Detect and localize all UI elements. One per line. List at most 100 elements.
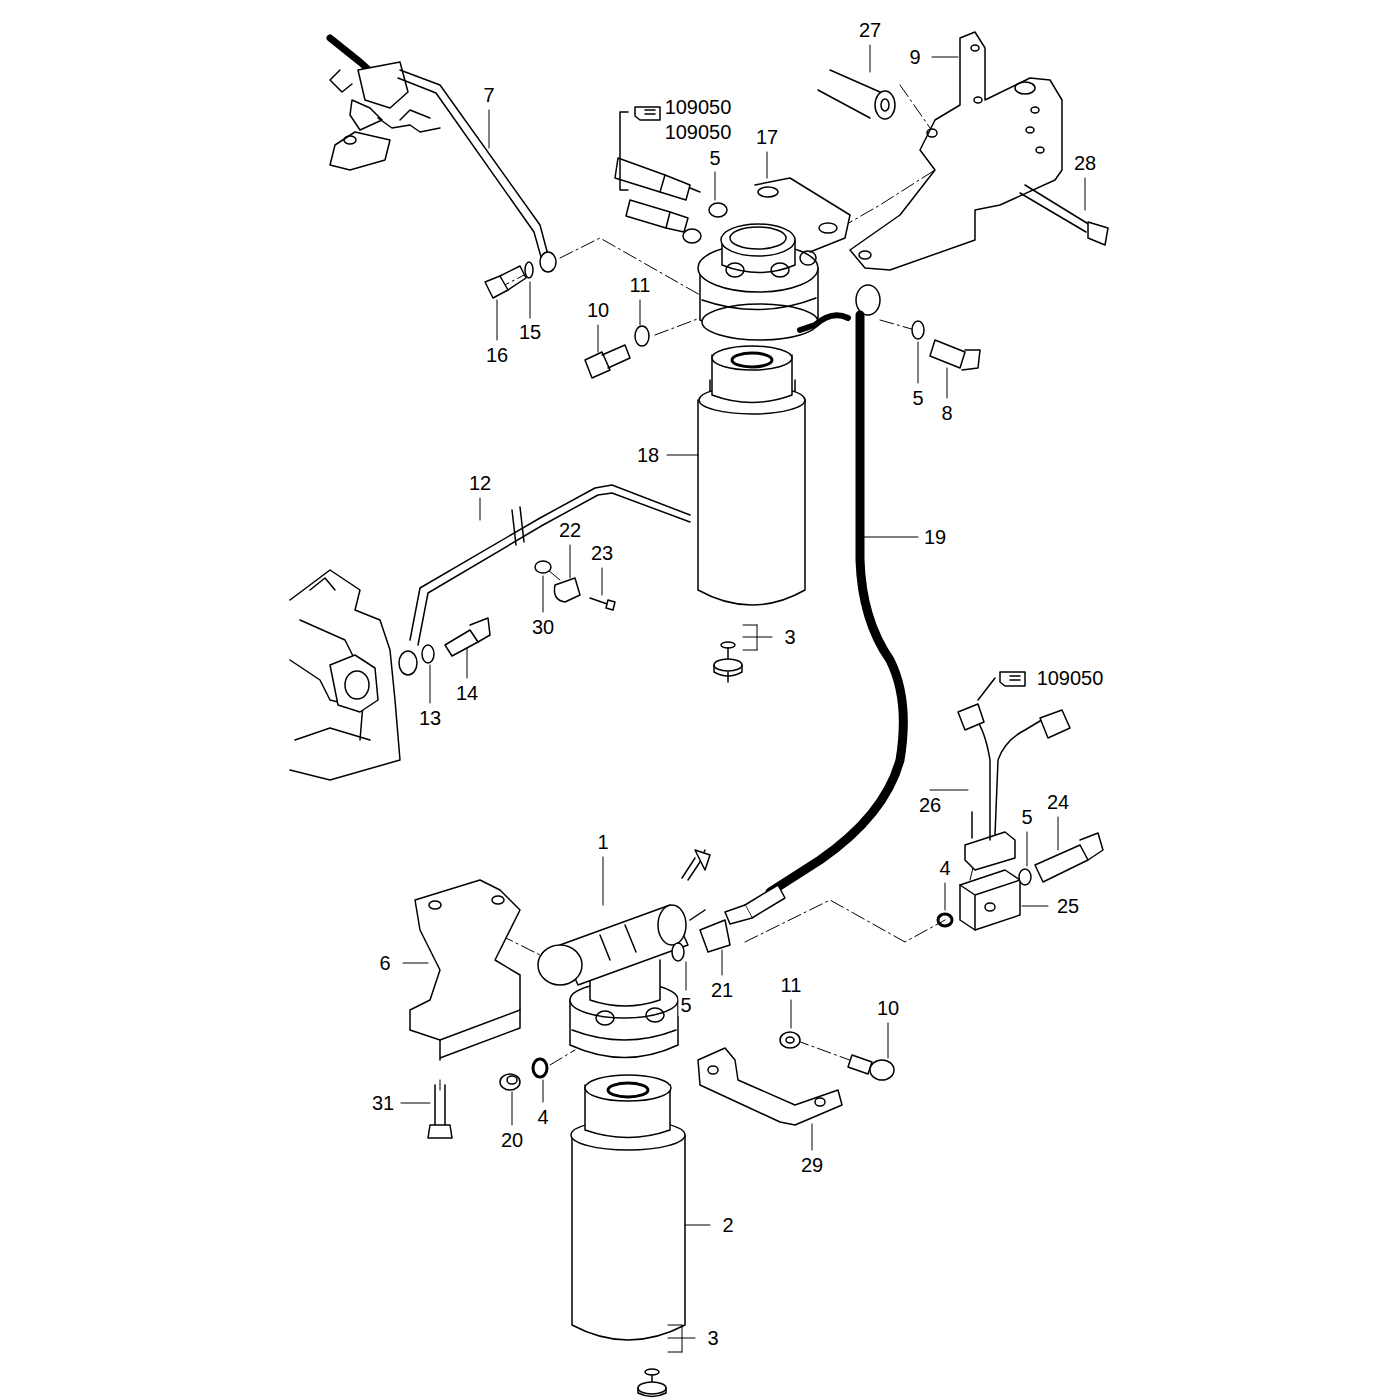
bracket — [698, 1048, 842, 1125]
leader-line — [668, 1325, 695, 1352]
callout-number: 8 — [939, 402, 954, 424]
banjo-bolt — [912, 321, 924, 339]
sensor — [683, 229, 701, 243]
callout-number: 26 — [917, 794, 943, 816]
bolt — [1088, 222, 1108, 245]
leader-line — [603, 857, 604, 905]
fuel-hose — [725, 315, 903, 924]
callout-number: 12 — [467, 472, 493, 494]
bracket — [698, 1032, 894, 1125]
sensor-block — [1035, 845, 1088, 882]
bracket — [971, 45, 979, 51]
callout-number: 15 — [517, 321, 543, 343]
bolt — [1025, 185, 1090, 225]
fuel-pipe — [512, 507, 524, 545]
clip — [535, 561, 615, 610]
callout-number: 1 — [595, 831, 610, 853]
leader-line — [1085, 178, 1086, 210]
bolt — [1020, 185, 1108, 245]
fuel-pipe — [398, 78, 541, 257]
callout-number: 4 — [937, 857, 952, 879]
sensor-block — [1019, 869, 1031, 885]
filter-head — [702, 298, 816, 310]
callout-number: 4 — [535, 1106, 550, 1128]
banjo-bolt — [500, 266, 526, 290]
sensor-block — [971, 812, 973, 838]
sensor-block — [958, 704, 984, 730]
filter-head — [758, 187, 778, 197]
banjo-bolt — [525, 262, 533, 278]
banjo-bolt — [485, 262, 533, 298]
reference-symbol — [635, 107, 1025, 686]
filter-head — [730, 227, 786, 249]
filter-head — [695, 850, 710, 870]
bracket — [708, 1066, 718, 1074]
assembly-line — [655, 318, 700, 335]
banjo-bolt — [485, 276, 508, 298]
banjo-bolt — [445, 630, 478, 656]
leader-line — [947, 368, 948, 398]
drain-plug — [638, 1382, 666, 1394]
callout-number: 31 — [370, 1092, 396, 1114]
assembly-line — [560, 238, 700, 295]
fuel-pipe — [399, 485, 690, 675]
engine-fragment — [290, 570, 400, 780]
fuel-pipe — [398, 70, 556, 272]
leader-line — [602, 568, 603, 595]
leader-line — [1027, 832, 1028, 866]
filter-head — [819, 223, 837, 233]
drain-plug — [645, 1369, 659, 1375]
sensor-block — [985, 903, 995, 911]
leader-line — [945, 883, 946, 910]
bracket — [870, 1060, 894, 1080]
pipe-fitting — [350, 100, 382, 130]
screw — [585, 326, 649, 378]
leader-line — [401, 1103, 430, 1104]
filter-cartridge — [585, 1075, 671, 1101]
pipe-fitting — [378, 118, 440, 132]
leader-line — [715, 172, 716, 200]
leader-line — [918, 342, 919, 383]
filter-cartridge — [698, 346, 805, 605]
filter-head — [698, 178, 850, 340]
filter-head — [700, 920, 730, 952]
callout-number: 5 — [1019, 806, 1034, 828]
bracket — [410, 880, 520, 1040]
bracket — [1036, 147, 1044, 153]
plug — [533, 1059, 547, 1077]
filter-cartridge — [732, 353, 772, 367]
drain-plug — [721, 642, 735, 648]
callout-number: 3 — [705, 1327, 720, 1349]
filter-head — [538, 945, 582, 985]
assembly-line — [745, 900, 945, 942]
callout-number: 9 — [907, 46, 922, 68]
spacer — [818, 90, 870, 118]
leader-line — [1058, 817, 1059, 850]
drain-plug — [638, 1369, 666, 1397]
drain-plug — [714, 659, 742, 671]
leader-line — [870, 45, 871, 72]
filter-head — [646, 1008, 664, 1022]
sensor-block — [975, 718, 990, 840]
leader-line — [430, 665, 431, 703]
filter-head — [726, 263, 744, 277]
leader-line — [686, 962, 687, 990]
callout-number: 18 — [635, 444, 661, 466]
pipe-fitting — [358, 62, 408, 108]
leader-line — [543, 576, 544, 612]
callout-number: 27 — [857, 19, 883, 41]
filter-head — [800, 251, 816, 265]
leader-line — [401, 45, 1085, 1352]
fuel-hose — [770, 315, 903, 892]
reference-symbol — [645, 110, 655, 114]
leader-line — [812, 1124, 813, 1150]
pipe-fitting — [344, 136, 356, 144]
callout-number: 11 — [628, 274, 653, 296]
leader-line — [480, 498, 481, 520]
filter-head — [596, 1011, 614, 1025]
engine-fragment — [330, 655, 378, 712]
callout-number: 5 — [707, 147, 722, 169]
sensor — [709, 203, 727, 217]
banjo-bolt — [930, 340, 965, 368]
